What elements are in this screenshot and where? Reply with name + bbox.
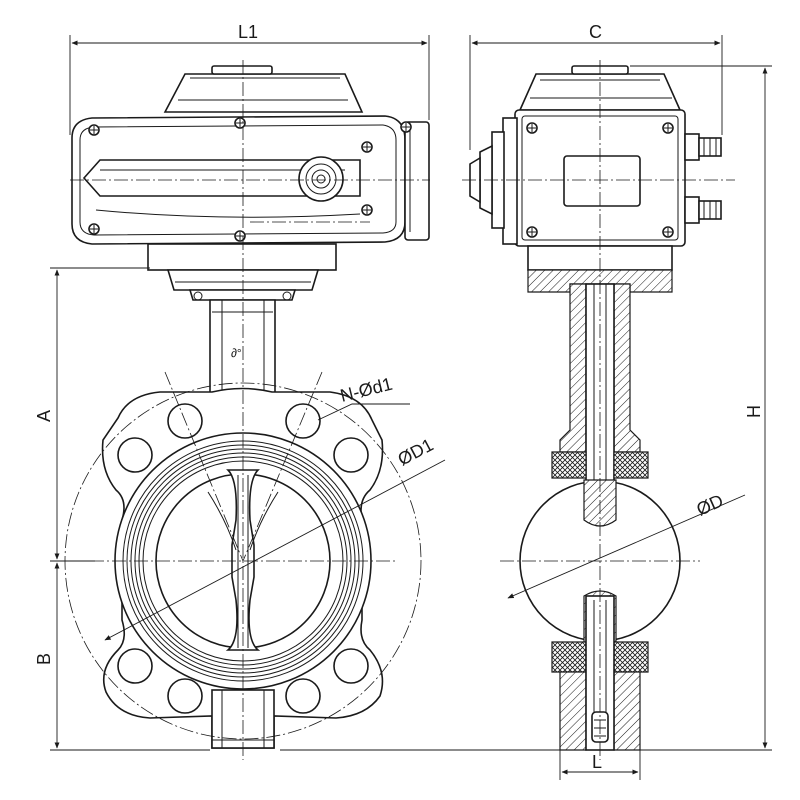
side-view xyxy=(462,60,735,760)
label-H: H xyxy=(744,405,764,418)
position-indicator-icon xyxy=(298,156,344,202)
bolt-holes xyxy=(117,403,369,714)
dimension-labels: L1 C A B H L N-Ød1 ØD1 ØD xyxy=(34,22,764,772)
label-C: C xyxy=(589,22,602,42)
label-D1: ØD1 xyxy=(394,434,436,469)
label-L1: L1 xyxy=(238,22,258,42)
mounting-bracket xyxy=(147,243,337,301)
actuator-housing xyxy=(71,115,430,245)
label-B: B xyxy=(34,653,54,665)
label-N-d1: N-Ød1 xyxy=(338,374,394,406)
upper-seal xyxy=(551,451,649,479)
nameplate xyxy=(563,155,641,207)
front-view: ∂° xyxy=(64,60,430,760)
actuator-lid xyxy=(163,65,364,113)
cable-gland-icon xyxy=(684,133,722,224)
label-L: L xyxy=(592,752,602,772)
label-A: A xyxy=(34,410,54,422)
housing-screws xyxy=(88,117,412,242)
dimensions xyxy=(50,35,772,780)
side-actuator-box xyxy=(469,109,722,247)
svg-text:∂°: ∂° xyxy=(231,346,242,360)
